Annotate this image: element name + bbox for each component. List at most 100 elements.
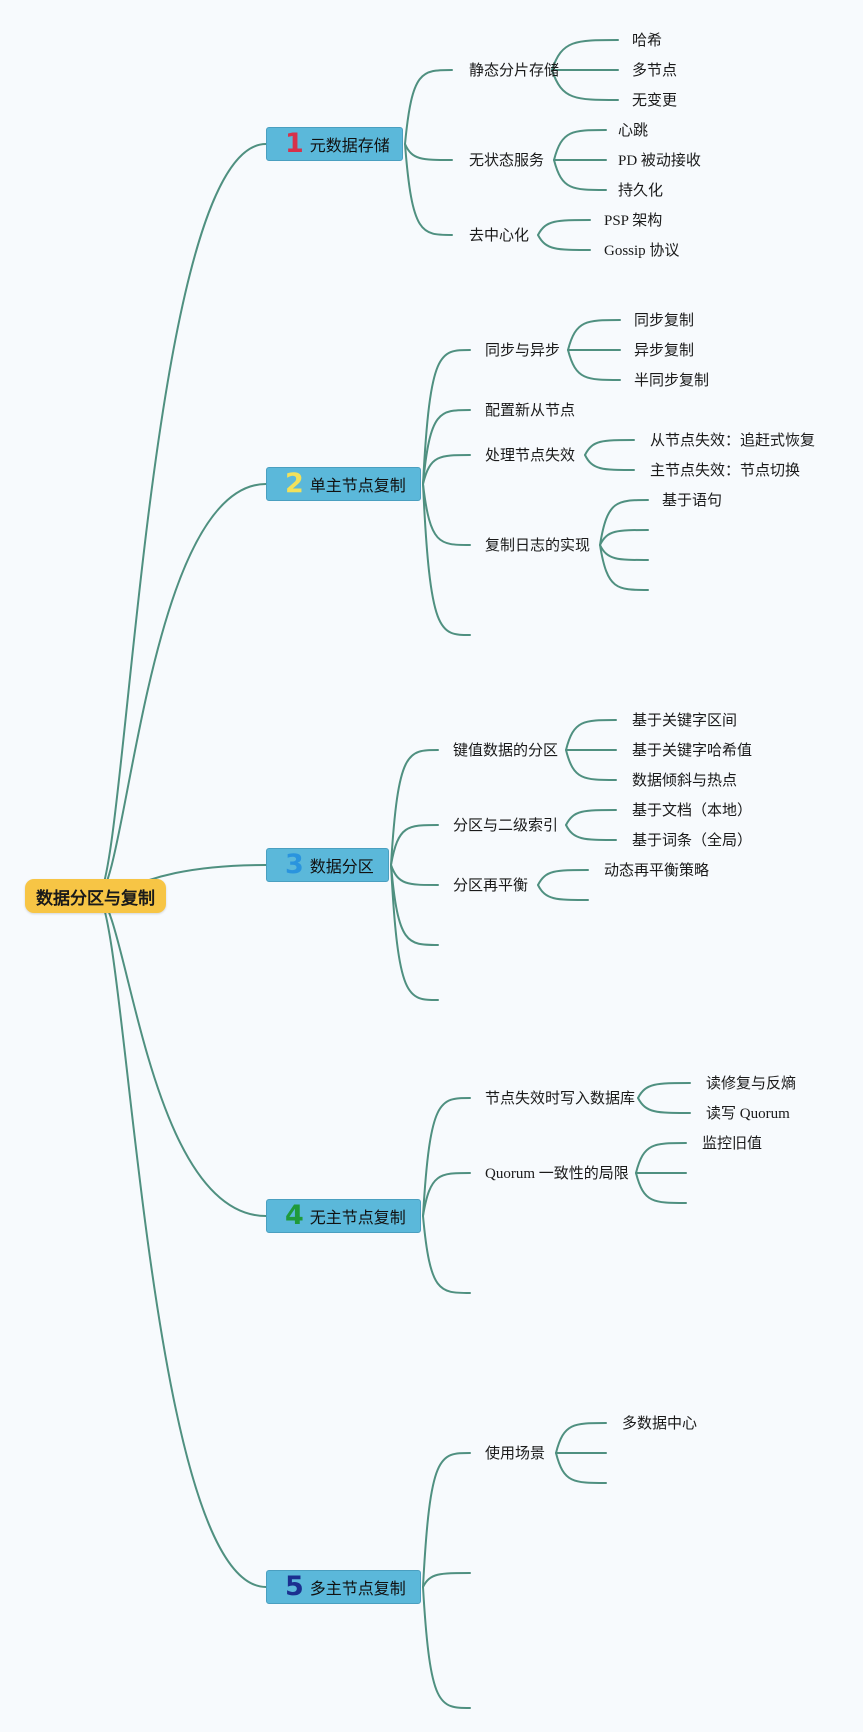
connector-line bbox=[537, 884, 589, 901]
subtopic[interactable]: 键值数据的分区 bbox=[453, 743, 559, 759]
leaf-topic[interactable]: 多数据中心 bbox=[622, 1416, 698, 1432]
subtopic[interactable]: 分区与二级索引 bbox=[453, 818, 559, 834]
connector-line bbox=[555, 1422, 607, 1454]
leaf-topic[interactable]: 读写 Quorum bbox=[706, 1106, 790, 1122]
branch-number-4: 4 bbox=[285, 1199, 304, 1231]
connector-line bbox=[390, 864, 439, 946]
leaf-topic[interactable]: 持久化 bbox=[618, 183, 664, 199]
connector-line bbox=[584, 454, 635, 471]
connector-line bbox=[637, 1082, 691, 1099]
subtopic[interactable]: 处理节点失效 bbox=[485, 448, 576, 464]
connector-line bbox=[390, 749, 439, 866]
connector-line bbox=[422, 409, 471, 485]
root-topic[interactable]: 数据分区与复制 bbox=[25, 879, 166, 913]
connector-line bbox=[537, 219, 591, 236]
subtopic[interactable]: 配置新从节点 bbox=[485, 403, 576, 419]
leaf-topic[interactable]: 基于关键字哈希值 bbox=[632, 743, 753, 759]
connector-line bbox=[565, 719, 617, 751]
connector-line bbox=[422, 1586, 471, 1709]
connector-line bbox=[567, 349, 621, 381]
connector-line bbox=[96, 895, 267, 1588]
subtopic[interactable]: Quorum 一致性的局限 bbox=[485, 1166, 629, 1182]
connector-line bbox=[390, 824, 439, 866]
branch-label: 元数据存储 bbox=[309, 136, 390, 155]
branch-label: 多主节点复制 bbox=[309, 1579, 406, 1598]
branch-label: 单主节点复制 bbox=[309, 476, 406, 495]
connector-line bbox=[637, 1097, 691, 1114]
connector-line bbox=[422, 1452, 471, 1588]
branch-topic-5[interactable]: 5 多主节点复制 bbox=[266, 1570, 421, 1604]
leaf-topic[interactable]: 读修复与反熵 bbox=[706, 1076, 797, 1092]
branch-number-3: 3 bbox=[285, 848, 304, 880]
subtopic[interactable]: 节点失效时写入数据库 bbox=[485, 1091, 636, 1107]
connector-line bbox=[404, 69, 453, 145]
connector-line bbox=[599, 544, 649, 591]
leaf-topic[interactable]: 哈希 bbox=[632, 33, 663, 49]
leaf-topic[interactable]: 基于语句 bbox=[662, 493, 723, 509]
connector-line bbox=[599, 544, 649, 561]
leaf-topic[interactable]: 同步复制 bbox=[634, 313, 695, 329]
subtopic[interactable]: 去中心化 bbox=[469, 228, 530, 244]
connector-line bbox=[422, 1172, 471, 1217]
subtopic[interactable]: 使用场景 bbox=[485, 1446, 546, 1462]
connector-line bbox=[390, 864, 439, 1001]
connector-line bbox=[537, 234, 591, 251]
branch-label: 数据分区 bbox=[309, 857, 374, 876]
branch-label: 无主节点复制 bbox=[309, 1208, 406, 1227]
leaf-topic[interactable]: 多节点 bbox=[632, 63, 678, 79]
connector-line bbox=[422, 349, 471, 485]
connector-line bbox=[567, 319, 621, 351]
branch-topic-1[interactable]: 1 元数据存储 bbox=[266, 127, 403, 161]
subtopic[interactable]: 静态分片存储 bbox=[469, 63, 560, 79]
connector-line bbox=[422, 1097, 471, 1217]
leaf-topic[interactable]: 监控旧值 bbox=[702, 1136, 763, 1152]
subtopic[interactable]: 无状态服务 bbox=[469, 153, 545, 169]
leaf-topic[interactable]: 基于词条（全局） bbox=[632, 833, 753, 849]
connector-line bbox=[599, 499, 649, 546]
connector-line bbox=[584, 439, 635, 456]
leaf-topic[interactable]: 心跳 bbox=[618, 123, 649, 139]
leaf-topic[interactable]: 半同步复制 bbox=[634, 373, 710, 389]
connector-line bbox=[404, 143, 453, 236]
connector-line bbox=[422, 1572, 471, 1588]
connector-line bbox=[96, 483, 267, 897]
leaf-topic[interactable]: 异步复制 bbox=[634, 343, 695, 359]
subtopic[interactable]: 同步与异步 bbox=[485, 343, 561, 359]
branch-topic-3[interactable]: 3 数据分区 bbox=[266, 848, 389, 882]
branch-topic-2[interactable]: 2 单主节点复制 bbox=[266, 467, 421, 501]
root-label: 数据分区与复制 bbox=[36, 888, 155, 909]
leaf-topic[interactable]: 数据倾斜与热点 bbox=[632, 773, 738, 789]
connector-line bbox=[635, 1142, 687, 1174]
leaf-topic[interactable]: PSP 架构 bbox=[604, 213, 663, 229]
connector-line bbox=[635, 1172, 687, 1204]
branch-number-1: 1 bbox=[285, 127, 304, 159]
connector-line bbox=[565, 824, 617, 841]
leaf-topic[interactable]: 主节点失效：节点切换 bbox=[650, 463, 801, 479]
connector-line bbox=[551, 39, 619, 71]
leaf-topic[interactable]: PD 被动接收 bbox=[618, 153, 701, 169]
subtopic[interactable]: 复制日志的实现 bbox=[485, 538, 591, 554]
leaf-topic[interactable]: 动态再平衡策略 bbox=[604, 863, 710, 879]
leaf-topic[interactable]: Gossip 协议 bbox=[604, 243, 680, 259]
subtopic[interactable]: 分区再平衡 bbox=[453, 878, 529, 894]
branch-number-2: 2 bbox=[285, 467, 304, 499]
connector-line bbox=[599, 529, 649, 546]
connector-line bbox=[553, 129, 607, 161]
connector-line bbox=[422, 483, 471, 546]
leaf-topic[interactable]: 从节点失效：追赶式恢复 bbox=[650, 433, 816, 449]
leaf-topic[interactable]: 无变更 bbox=[632, 93, 678, 109]
leaf-topic[interactable]: 基于文档（本地） bbox=[632, 803, 753, 819]
connector-line bbox=[390, 864, 439, 886]
connector-line bbox=[96, 895, 267, 1217]
connector-line bbox=[553, 159, 607, 191]
connector-line bbox=[422, 454, 471, 485]
branch-number-5: 5 bbox=[285, 1570, 304, 1602]
connector-line bbox=[404, 143, 453, 161]
branch-topic-4[interactable]: 4 无主节点复制 bbox=[266, 1199, 421, 1233]
connector-line bbox=[551, 69, 619, 101]
connector-line bbox=[565, 749, 617, 781]
leaf-topic[interactable]: 基于关键字区间 bbox=[632, 713, 738, 729]
connector-line bbox=[537, 869, 589, 886]
connector-line bbox=[565, 809, 617, 826]
